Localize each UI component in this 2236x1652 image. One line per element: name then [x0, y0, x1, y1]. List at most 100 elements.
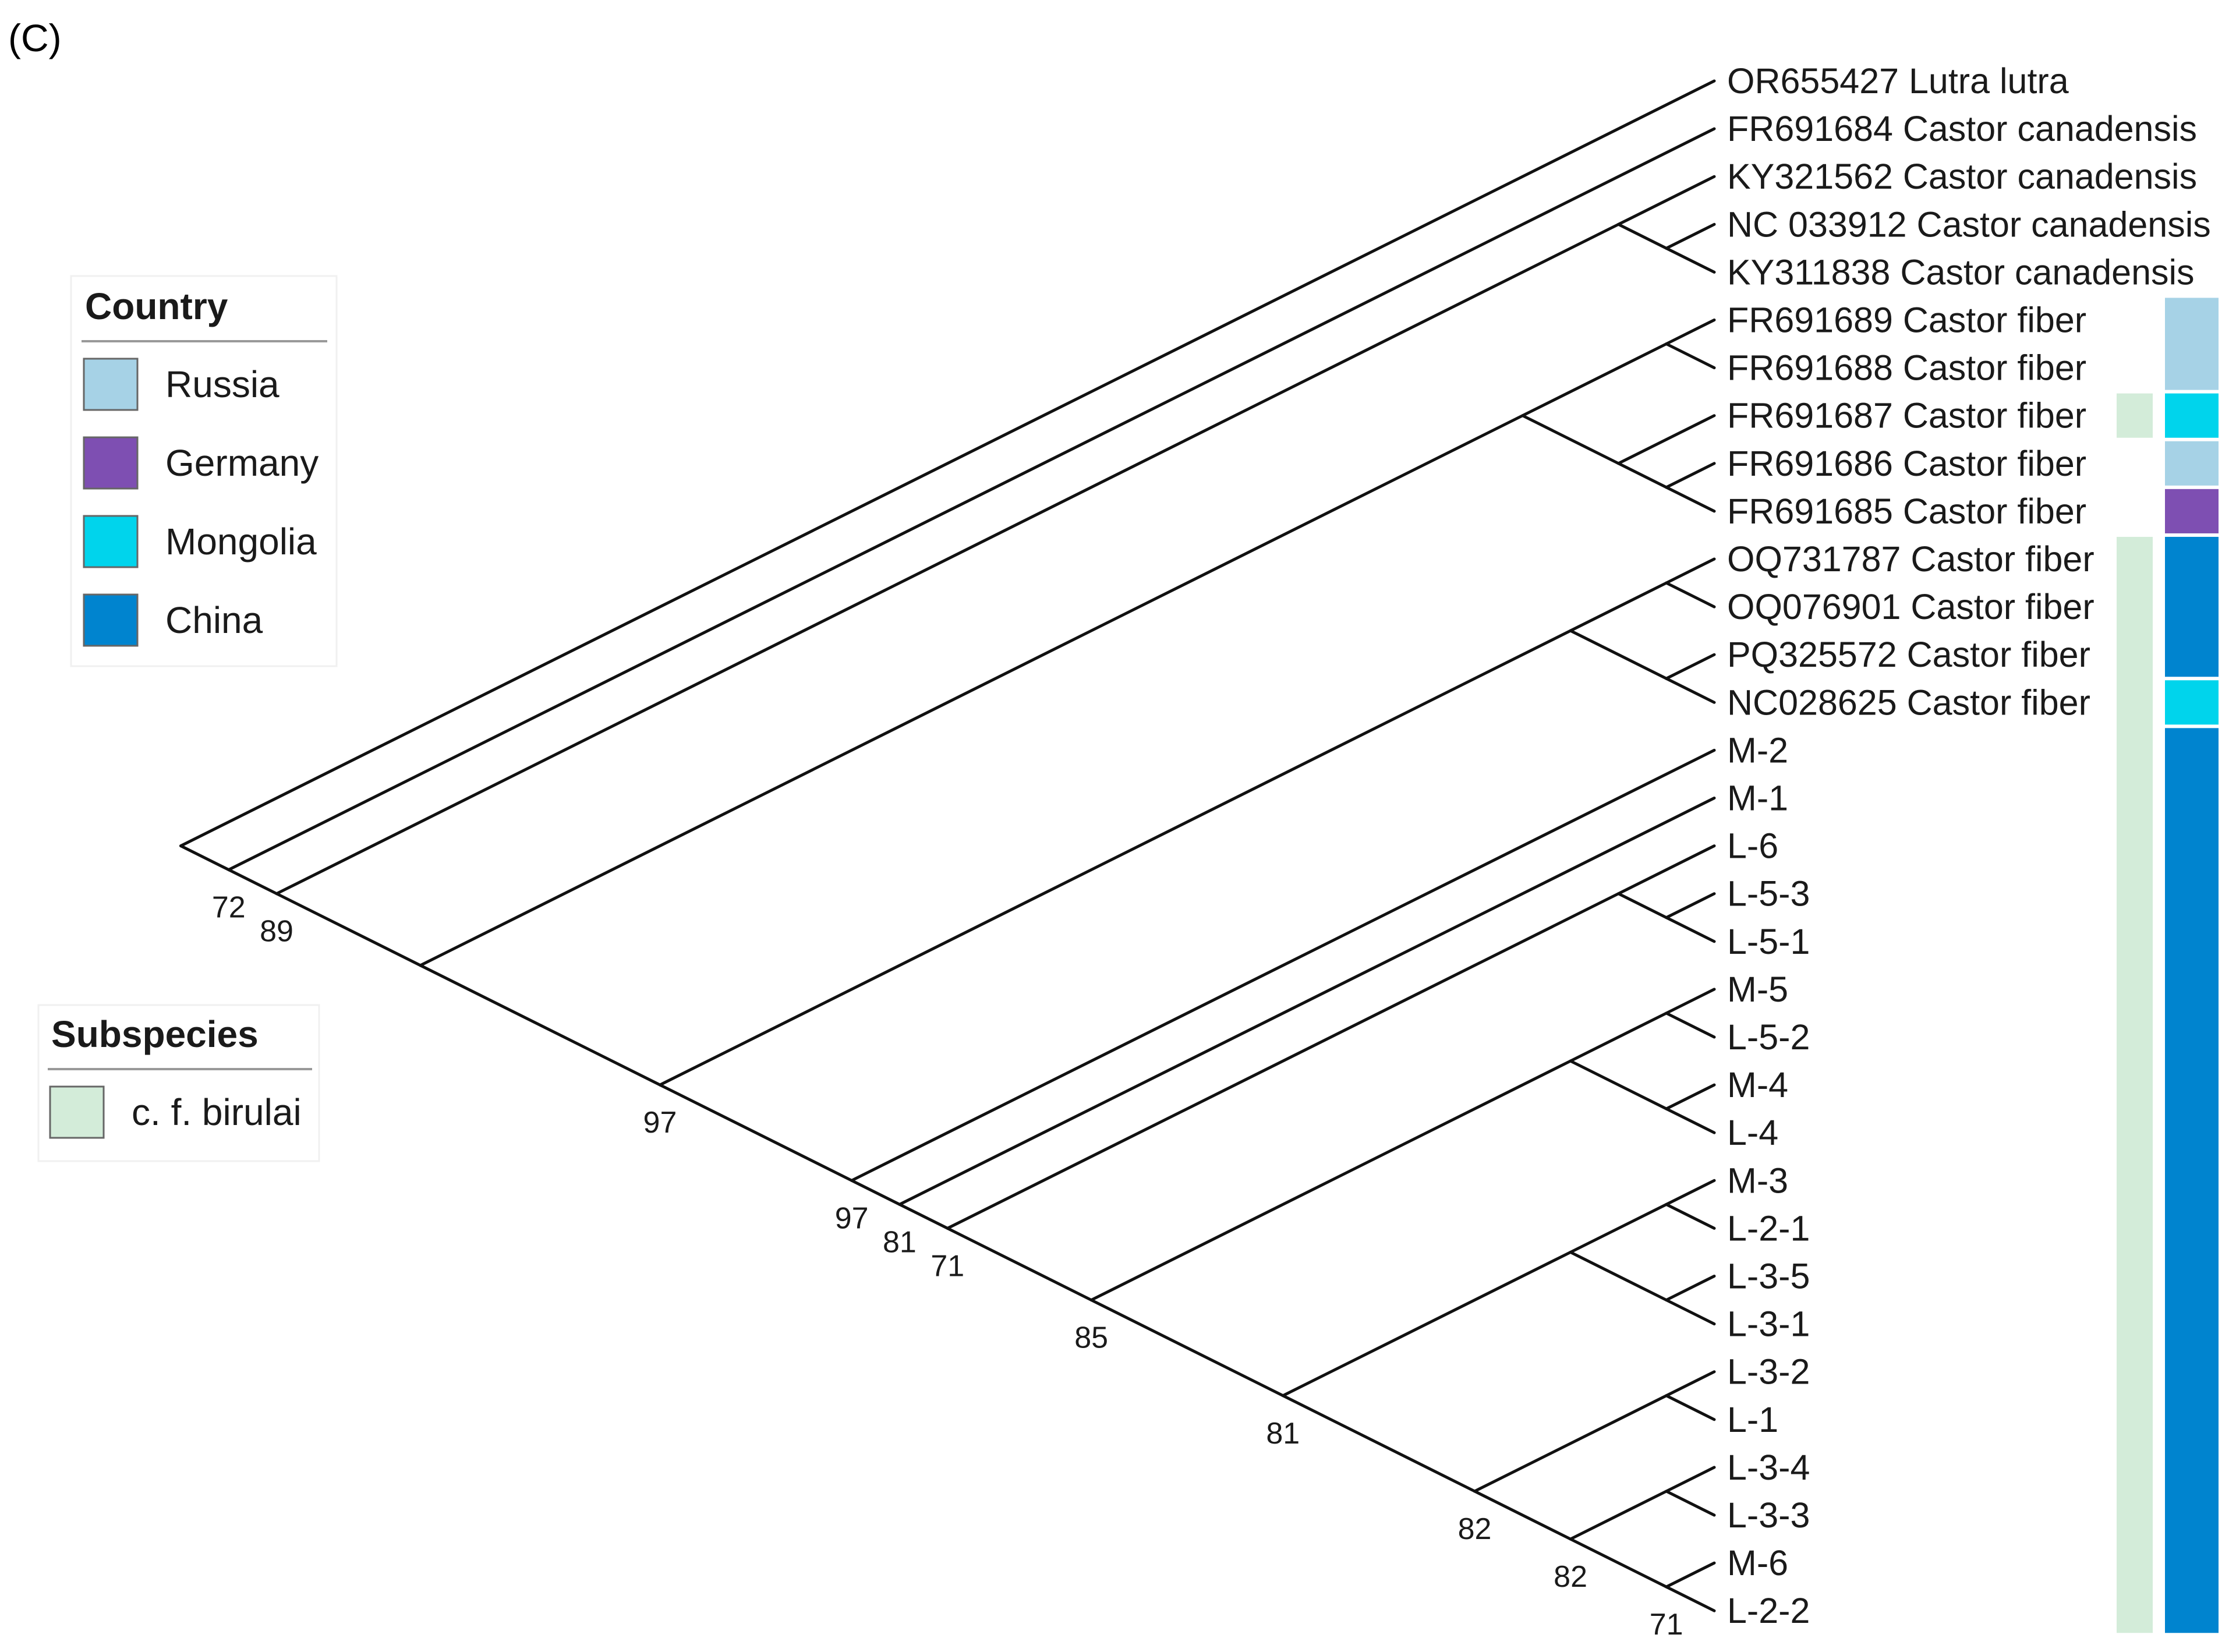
- tree-branch: [898, 1202, 949, 1230]
- tree-branch: [1616, 175, 1716, 226]
- tree-branch: [1665, 892, 1716, 919]
- tip-label: FR691685 Castor fiber: [1727, 491, 2086, 531]
- tip-label: KY311838 Castor canadensis: [1727, 252, 2195, 292]
- tree-branch: [1665, 1394, 1716, 1421]
- tree-branch: [1665, 1179, 1716, 1206]
- tree-branch: [1665, 1011, 1716, 1039]
- tip-label: FR691684 Castor canadensis: [1727, 109, 2197, 148]
- tip-label: FR691689 Castor fiber: [1727, 300, 2086, 340]
- legend-swatch: [83, 436, 139, 490]
- country-bar: [2165, 489, 2219, 533]
- legend-swatch: [83, 593, 139, 647]
- tip-label: PQ325572 Castor fiber: [1727, 635, 2090, 674]
- tree-branch: [1521, 414, 1620, 465]
- legend-label: China: [165, 599, 263, 641]
- legend-subspecies: Subspecies c. f. birulai: [37, 1004, 320, 1162]
- tree-branch: [1616, 462, 1668, 489]
- tree-branch: [850, 748, 1716, 1182]
- legend-label: Russia: [165, 363, 280, 405]
- country-bar: [2165, 536, 2219, 677]
- tree-branch: [1616, 222, 1668, 250]
- tree-branch: [1665, 1585, 1716, 1612]
- tip-label: M-3: [1727, 1161, 1788, 1200]
- tip-label: NC028625 Castor fiber: [1727, 682, 2090, 722]
- support-value: 97: [643, 1106, 677, 1140]
- tree-branch: [1616, 414, 1716, 465]
- country-bar: [2165, 728, 2219, 1633]
- tree-branch: [1569, 581, 1668, 632]
- tree-branch: [1665, 916, 1716, 943]
- tree-branch: [1569, 1202, 1668, 1254]
- tree-branch: [1665, 1275, 1716, 1302]
- tree-branch: [1665, 246, 1716, 274]
- support-value: 71: [1650, 1608, 1683, 1642]
- tree-branch: [1665, 222, 1716, 250]
- tip-label: FR691687 Castor fiber: [1727, 396, 2086, 436]
- support-value: 82: [1554, 1560, 1587, 1594]
- tip-label: L-2-1: [1727, 1208, 1810, 1248]
- tree-branch: [179, 79, 1716, 848]
- tip-label: L-3-5: [1727, 1257, 1810, 1296]
- tree-branch: [1665, 988, 1716, 1015]
- tree-branch: [1569, 1490, 1668, 1541]
- tree-branch: [1665, 581, 1716, 609]
- tree-branch: [1569, 1537, 1668, 1589]
- legend-label: Mongolia: [165, 521, 317, 563]
- tip-label: L-5-2: [1727, 1017, 1810, 1057]
- tree-branch: [1665, 653, 1716, 680]
- support-value: 72: [212, 891, 246, 925]
- tree-branch: [1569, 1059, 1668, 1110]
- tree-branch: [850, 1179, 901, 1206]
- legend-swatch: [83, 358, 139, 411]
- tree-branch: [1665, 1490, 1716, 1517]
- tree-branch: [1665, 462, 1716, 489]
- tip-label: OR655427 Lutra lutra: [1727, 61, 2069, 101]
- tip-label: NC 033912 Castor canadensis: [1727, 204, 2211, 244]
- tree-branches: [179, 79, 1716, 1612]
- tree-branch: [1665, 1107, 1716, 1134]
- tip-label: L-3-2: [1727, 1352, 1810, 1392]
- tree-branch: [1281, 1250, 1572, 1398]
- tip-label: OQ731787 Castor fiber: [1727, 539, 2095, 579]
- legend-label: c. f. birulai: [132, 1091, 302, 1133]
- tree-branch: [946, 892, 1620, 1230]
- tree-branch: [1665, 1083, 1716, 1110]
- legend-swatch: [83, 515, 139, 568]
- legend-country-title: Country: [85, 285, 228, 327]
- tree-branch: [898, 797, 1716, 1206]
- legend-label: Germany: [165, 442, 319, 484]
- country-bar: [2165, 393, 2219, 438]
- tip-label: L-5-3: [1727, 874, 1810, 914]
- tip-label: L-2-2: [1727, 1591, 1810, 1630]
- tip-label: L-3-3: [1727, 1495, 1810, 1535]
- tree-branch: [1089, 1299, 1285, 1398]
- tree-branch: [275, 222, 1620, 896]
- tree-branch: [1569, 1250, 1668, 1302]
- legend-subspecies-title: Subspecies: [51, 1013, 259, 1055]
- tree-branch: [1665, 1202, 1716, 1230]
- tip-label: M-5: [1727, 970, 1788, 1009]
- tip-label: KY321562 Castor canadensis: [1727, 157, 2197, 196]
- tip-label: L-4: [1727, 1113, 1778, 1152]
- panel-label: (C): [8, 16, 62, 59]
- tree-branch: [1089, 1059, 1572, 1302]
- country-bar: [2165, 298, 2219, 390]
- tip-label: L-1: [1727, 1400, 1778, 1439]
- tree-branch: [1665, 486, 1716, 513]
- tree-branch: [658, 1083, 854, 1182]
- tree-branch: [658, 629, 1572, 1087]
- tree-branch: [1665, 557, 1716, 585]
- tree-branch: [1569, 1011, 1668, 1063]
- legend-subspecies-items: c. f. birulai: [49, 1085, 302, 1139]
- subspecies-bar: [2117, 536, 2153, 1633]
- tip-label: L-6: [1727, 826, 1778, 866]
- tree-branch: [179, 844, 231, 872]
- support-value: 81: [1266, 1417, 1300, 1451]
- tree-branch: [1569, 629, 1668, 680]
- support-value: 97: [835, 1201, 869, 1235]
- tree-branch: [1665, 1561, 1716, 1589]
- tree-branch: [946, 1226, 1093, 1302]
